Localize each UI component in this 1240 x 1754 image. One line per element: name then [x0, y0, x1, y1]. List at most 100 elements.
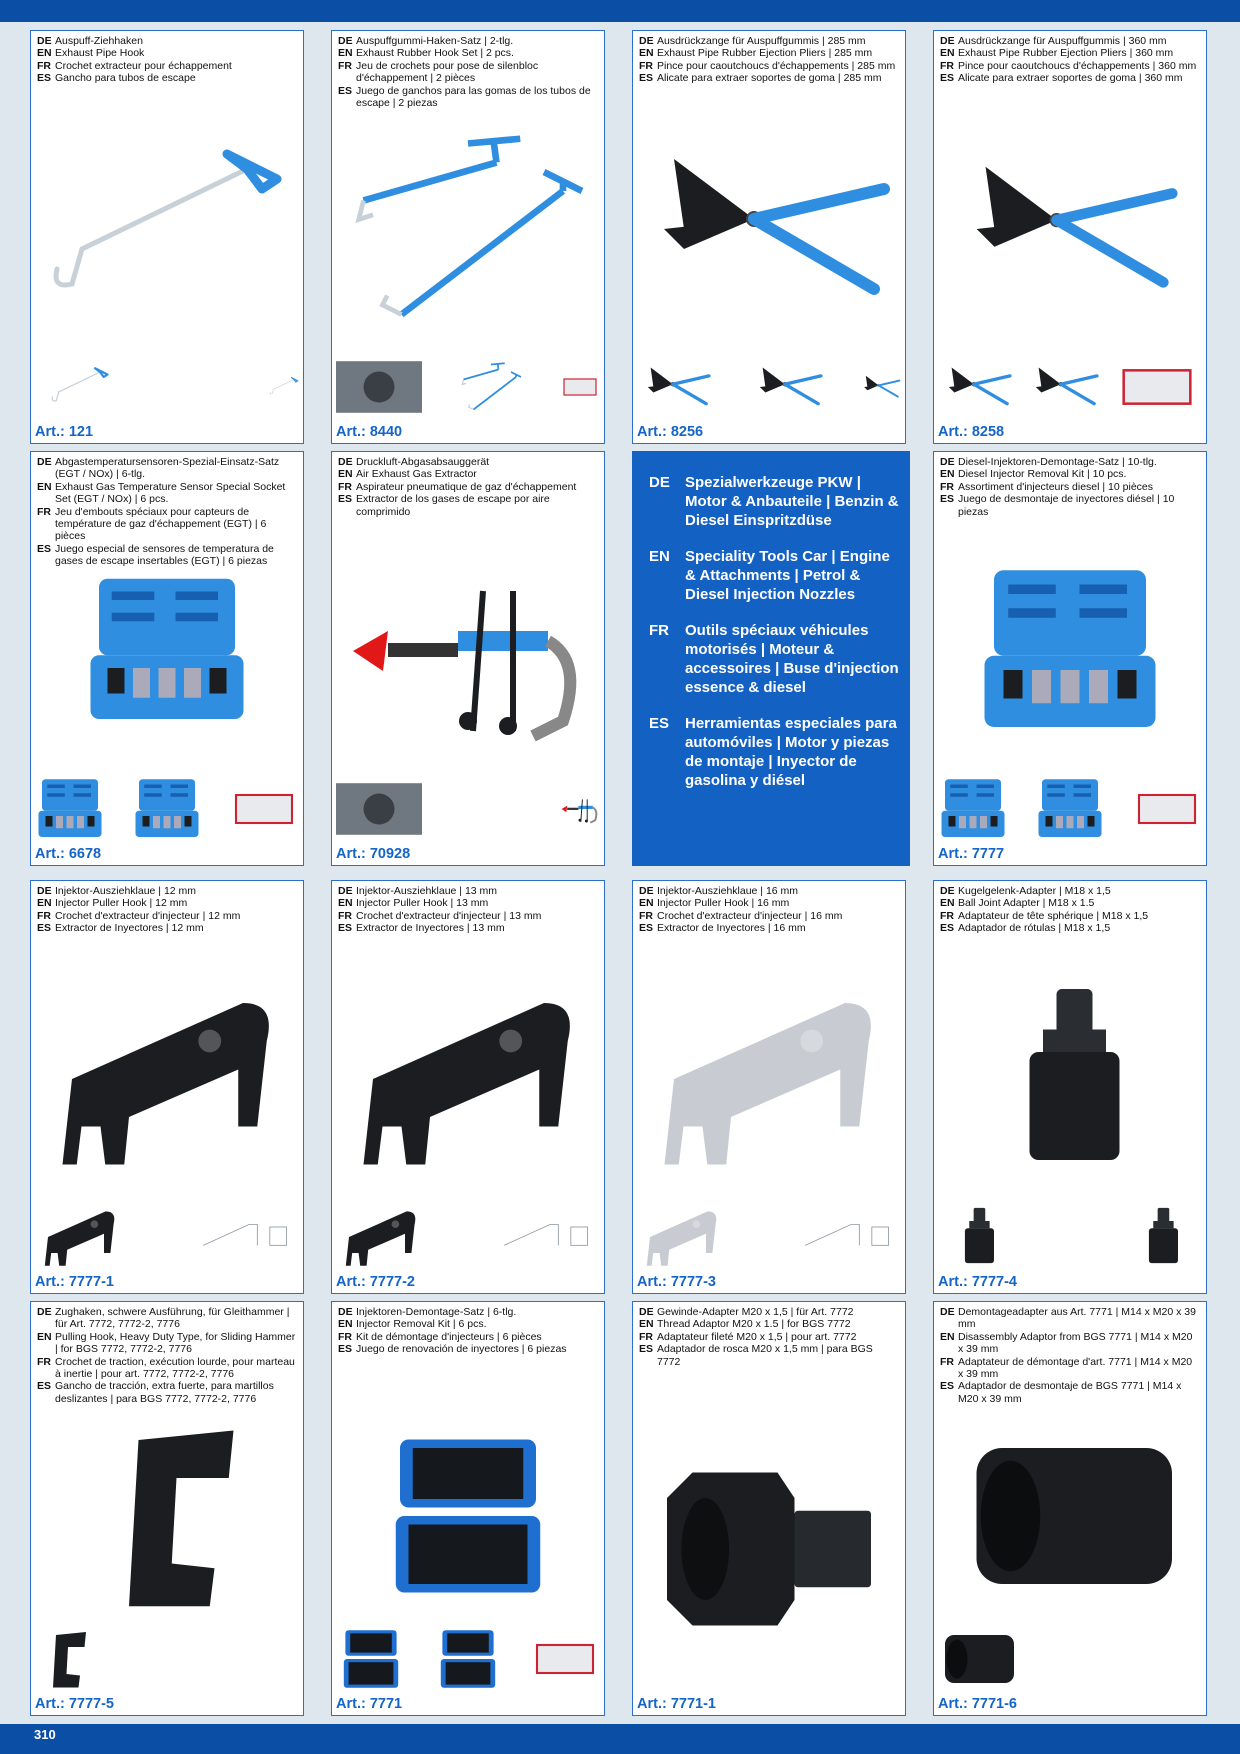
lang-code: DE [940, 35, 955, 47]
description-text: Kugelgelenk-Adapter | M18 x 1,5 [958, 885, 1111, 897]
thumbnail-strip [336, 1627, 600, 1691]
lang-code: ES [639, 72, 654, 85]
description-text: Diesel-Injektoren-Demontage-Satz | 10-tl… [958, 456, 1157, 468]
product-image [39, 532, 295, 769]
page-number: 310 [34, 1727, 56, 1742]
description-text: Extractor de Inyectores | 16 mm [657, 922, 806, 935]
product-image [942, 1412, 1198, 1619]
thumbnail-strip [35, 1205, 299, 1269]
lang-code: FR [940, 909, 954, 922]
article-number: Art.: 7777 [938, 846, 1005, 862]
description-text: Juego de desmontaje de inyectores diésel… [958, 493, 1175, 518]
description-text: Juego de renovación de inyectores | 6 pi… [356, 1343, 567, 1356]
thumbnail-image [229, 777, 299, 841]
thumbnail-image [35, 777, 105, 841]
article-number: Art.: 7771-1 [637, 1696, 716, 1712]
lang-code: EN [37, 1330, 52, 1343]
description-text: Adaptateur de démontage d'art. 7771 | M1… [958, 1355, 1193, 1381]
description-text: Extractor de los gases de escape por air… [356, 493, 550, 518]
description-text: Crochet d'extracteur d'injecteur | 12 mm [55, 909, 241, 922]
lang-code: FR [639, 59, 653, 72]
description-text: Pulling Hook, Heavy Duty Type, for Slidi… [55, 1330, 296, 1356]
lang-code: ES [338, 1343, 353, 1356]
lang-code: ES [338, 493, 353, 506]
description-text: Abgastemperatursensoren-Spezial-Einsatz-… [55, 456, 280, 481]
article-number: Art.: 8256 [637, 424, 704, 440]
thumbnail-strip [637, 355, 901, 419]
description-text: Adaptateur fileté M20 x 1,5 | pour art. … [657, 1330, 857, 1343]
description-text: Jeu d'embouts spéciaux pour capteurs de … [55, 505, 267, 543]
lang-code: FR [338, 909, 352, 922]
thumbnail-strip [336, 1205, 600, 1269]
lang-code: EN [639, 47, 654, 60]
description-text: Extractor de Inyectores | 12 mm [55, 922, 204, 935]
thumbnail-image [861, 355, 901, 419]
product-image [641, 961, 897, 1197]
article-number: Art.: 7777-3 [637, 1274, 716, 1290]
lang-code: EN [940, 897, 955, 910]
description-text: Aspirateur pneumatique de gaz d'échappem… [356, 480, 577, 493]
description-text: Extractor de Inyectores | 13 mm [356, 922, 505, 935]
lang-code: DE [338, 456, 353, 468]
lang-code: DE [338, 885, 353, 897]
description-text: Ball Joint Adapter | M18 x 1.5 [958, 897, 1095, 910]
lang-code: ES [338, 84, 353, 97]
description-text: Exhaust Pipe Rubber Ejection Pliers | 28… [657, 47, 873, 60]
description-text: Gancho para tubos de escape [55, 72, 196, 85]
lang-code: ES [37, 72, 52, 85]
article-number: Art.: 8258 [938, 424, 1005, 440]
description-line: FR Pince pour caoutchoucs d'échappements … [639, 60, 899, 72]
product-image [39, 961, 295, 1197]
lang-code: EN [940, 47, 955, 60]
article-number: Art.: 7777-1 [35, 1274, 114, 1290]
lang-code: ES [37, 1380, 52, 1393]
lang-code: DE [639, 35, 654, 47]
lang-code: DE [639, 885, 654, 897]
lang-code: FR [338, 59, 352, 72]
product-image [942, 961, 1198, 1197]
thumbnail-image [336, 781, 422, 837]
product-image [641, 111, 897, 347]
lang-code: ES [37, 542, 52, 555]
lang-code: EN [37, 897, 52, 910]
lang-code: EN [37, 47, 52, 60]
description-text: Pince pour caoutchoucs d'échappements | … [657, 59, 896, 72]
lang-code: DE [940, 1306, 955, 1318]
thumbnail-image [637, 1205, 727, 1269]
thumbnail-image [938, 1205, 1018, 1269]
thumbnail-strip [637, 1205, 901, 1269]
lang-code: FR [37, 505, 51, 518]
lang-code: EN [338, 897, 353, 910]
thumbnail-image [560, 355, 600, 419]
thumbnail-image [132, 777, 202, 841]
thumbnail-image [938, 777, 1008, 841]
lang-code: DE [37, 885, 52, 897]
description-text: Juego de ganchos para las gomas de los t… [356, 84, 591, 110]
description-text: Exhaust Rubber Hook Set | 2 pcs. [356, 47, 514, 60]
description-text: Zughaken, schwere Ausführung, für Gleith… [55, 1306, 290, 1331]
